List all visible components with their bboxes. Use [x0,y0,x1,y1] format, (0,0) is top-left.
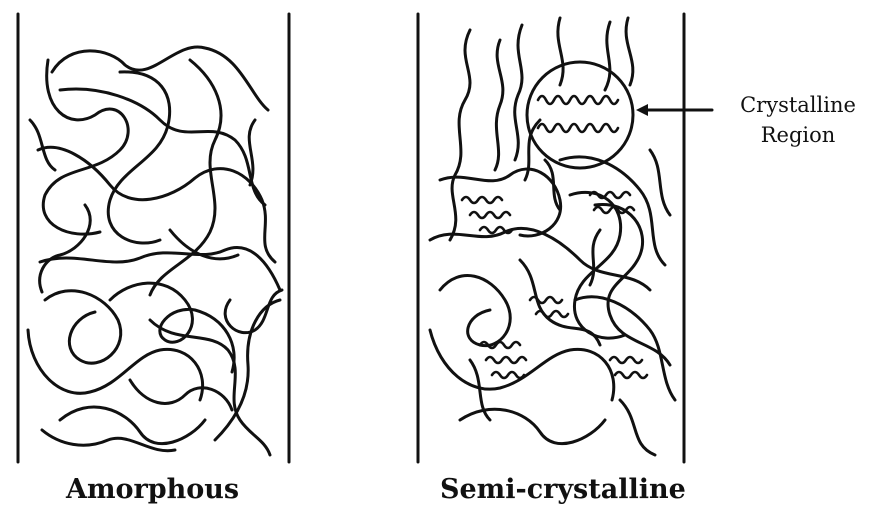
semi-crystalline-caption: Semi-crystalline [440,474,686,505]
amorphous-caption: Amorphous [66,474,239,505]
amorphous-panel [18,14,289,462]
amorphous-chains [28,47,282,455]
crystalline-label-line1: Crystalline [718,90,878,120]
crystalline-fold-bottom [538,124,618,132]
crystalline-fold-top [538,96,618,104]
annotation-pointer [636,104,712,116]
semi-chains [430,18,675,455]
crystalline-region-circle [527,62,633,168]
semi-crystalline-panel [418,14,712,462]
crystalline-label-line2: Region [718,120,878,150]
crystalline-region-label: Crystalline Region [718,90,878,150]
pointer-arrowhead [636,104,648,116]
crystalline-region [527,62,633,168]
